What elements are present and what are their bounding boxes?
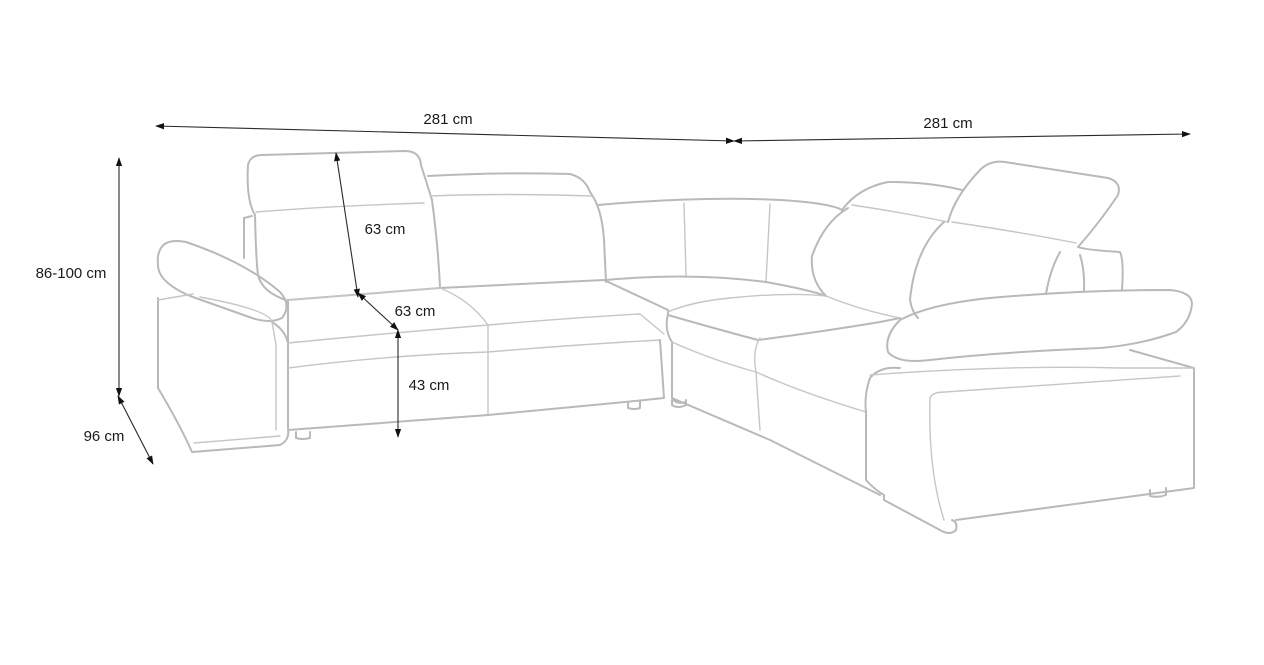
corner-seat	[605, 275, 827, 297]
left-backrest	[254, 214, 287, 301]
left-width-dimension-line	[155, 123, 735, 144]
right-backrest-1	[841, 181, 963, 211]
backrest-height-label: 63 cm	[365, 221, 406, 238]
right-arm-base	[955, 349, 1195, 521]
left-armrest-cushion	[156, 240, 288, 322]
right-seat-cushions	[667, 314, 901, 341]
corner-backrest	[597, 197, 843, 211]
right-width-dimension-line	[733, 130, 1191, 145]
depth-dimension-line	[117, 395, 154, 465]
left-arm-base	[157, 297, 290, 453]
dimension-annotations	[115, 123, 1191, 465]
seat-depth-label: 63 cm	[395, 303, 436, 320]
corner-sofa-drawing	[156, 150, 1195, 534]
depth-label: 96 cm	[84, 428, 125, 445]
dimension-labels: 281 cm 281 cm 86-100 cm 96 cm 63 cm 63 c…	[36, 111, 973, 445]
backrest-height-dimension-line	[334, 152, 360, 298]
left-seat-cushions	[287, 279, 669, 344]
middle-backrest	[427, 172, 607, 283]
right-headrest	[947, 160, 1120, 248]
right-width-label: 281 cm	[923, 115, 972, 132]
left-width-label: 281 cm	[423, 111, 472, 128]
right-backrest-2	[909, 221, 945, 319]
seat-depth-dimension-line	[357, 292, 399, 331]
seat-height-label: 43 cm	[409, 377, 450, 394]
right-armrest-cushion	[886, 289, 1193, 362]
left-headrest	[246, 150, 433, 216]
left-base	[287, 339, 665, 431]
height-label: 86-100 cm	[36, 265, 107, 282]
